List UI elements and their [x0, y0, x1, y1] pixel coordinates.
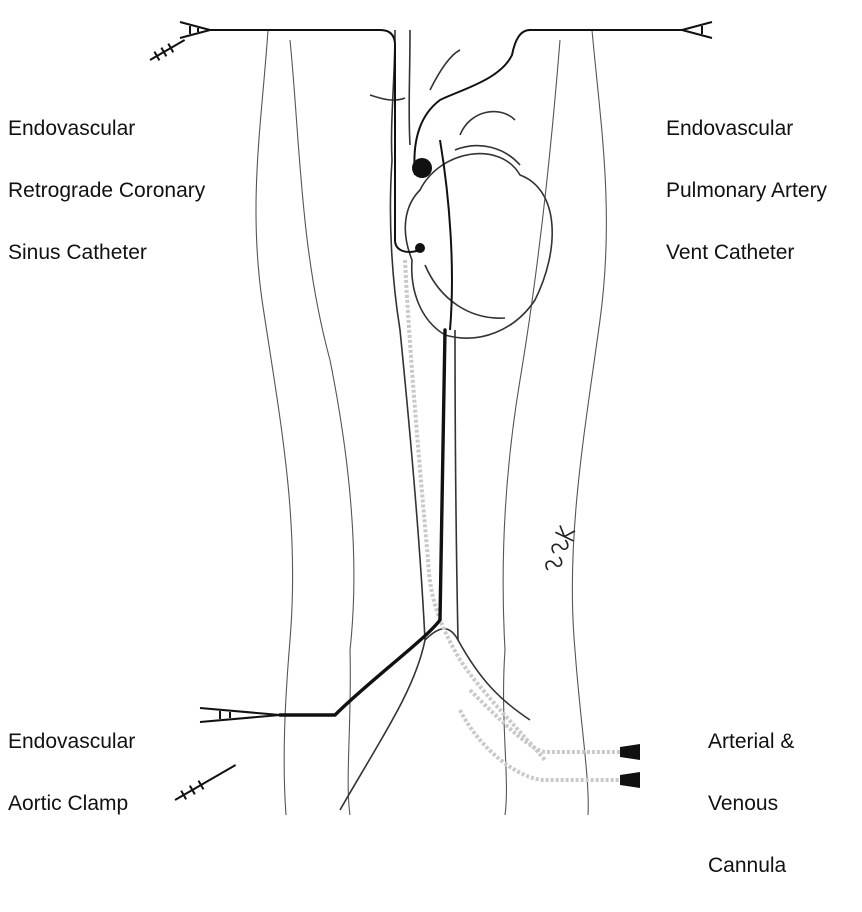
label-retrograde-coronary-sinus-catheter: Endovascular Retrograde Coronary Sinus C…	[8, 82, 205, 299]
coronary-sinus-catheter	[208, 30, 425, 253]
heart	[405, 112, 552, 339]
label-aortic-clamp: Endovascular Aortic Clamp	[8, 695, 135, 850]
label-line: Cannula	[708, 850, 794, 881]
syringe-icon	[148, 36, 188, 65]
label-pulmonary-artery-vent-catheter: Endovascular Pulmonary Artery Vent Cathe…	[666, 82, 827, 299]
label-line: Arterial &	[708, 726, 794, 757]
label-arterial-venous-cannula: Arterial & Venous Cannula	[708, 695, 794, 912]
label-line: Endovascular	[8, 113, 205, 144]
label-line: Venous	[708, 788, 794, 819]
arterial-venous-cannula-lines	[460, 690, 640, 788]
pulmonary-vent-catheter	[412, 30, 682, 178]
label-line: Sinus Catheter	[8, 237, 205, 268]
body-outline	[256, 30, 606, 815]
syringe-icon	[173, 761, 239, 805]
label-line: Aortic Clamp	[8, 788, 135, 819]
syringe-icon	[180, 22, 210, 38]
label-line: Endovascular	[8, 726, 135, 757]
label-line: Vent Catheter	[666, 237, 827, 268]
label-line: Pulmonary Artery	[666, 175, 827, 206]
label-line: Retrograde Coronary	[8, 175, 205, 206]
label-line: Endovascular	[666, 113, 827, 144]
syringe-icon	[682, 22, 712, 38]
signature-mark	[542, 525, 577, 575]
great-vessels	[370, 30, 460, 160]
syringe-icon	[200, 708, 280, 722]
